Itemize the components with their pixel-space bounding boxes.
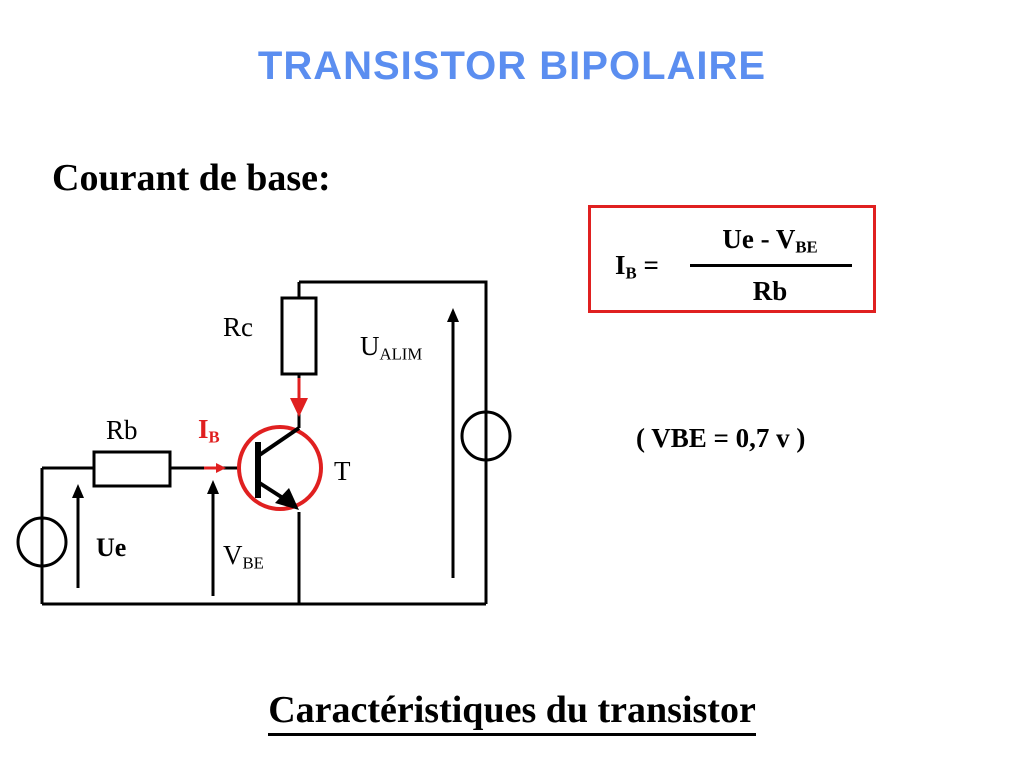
ualim-arrowhead — [447, 308, 459, 322]
transistor-symbol — [255, 392, 301, 502]
formula-numerator: Ue - VBE — [722, 224, 818, 257]
collector-current-arrow — [290, 398, 308, 417]
slide-title: TRANSISTOR BIPOLAIRE — [257, 44, 767, 88]
source-ue — [16, 516, 68, 568]
formula-denominator: Rb — [752, 276, 788, 306]
footer-heading: Caractéristiques du transistor — [0, 688, 1024, 736]
transistor-label: T — [334, 456, 351, 486]
vbe-arrowhead — [207, 480, 219, 494]
source-ualim — [460, 410, 512, 462]
wire-top — [299, 280, 488, 412]
rb-label: Rb — [106, 415, 138, 445]
vbe-label: VBE — [223, 540, 264, 573]
emitter-arrowhead — [275, 488, 299, 510]
ue-label: Ue — [96, 533, 127, 562]
ib-label: IB — [198, 414, 220, 447]
transistor-circle — [237, 425, 323, 511]
formula-box — [588, 205, 876, 313]
section-heading: Courant de base: — [52, 157, 331, 199]
vbe-value-note: ( VBE = 0,7 v ) — [636, 423, 806, 453]
ualim-label: UALIM — [360, 331, 423, 364]
formula-lhs: IB = — [615, 250, 659, 283]
rc-label: Rc — [223, 312, 253, 342]
fraction-bar — [690, 264, 852, 267]
resistor-rb — [92, 450, 172, 488]
resistor-rc — [280, 296, 318, 376]
base-current-arrow — [216, 463, 226, 473]
ue-arrowhead — [72, 484, 84, 498]
